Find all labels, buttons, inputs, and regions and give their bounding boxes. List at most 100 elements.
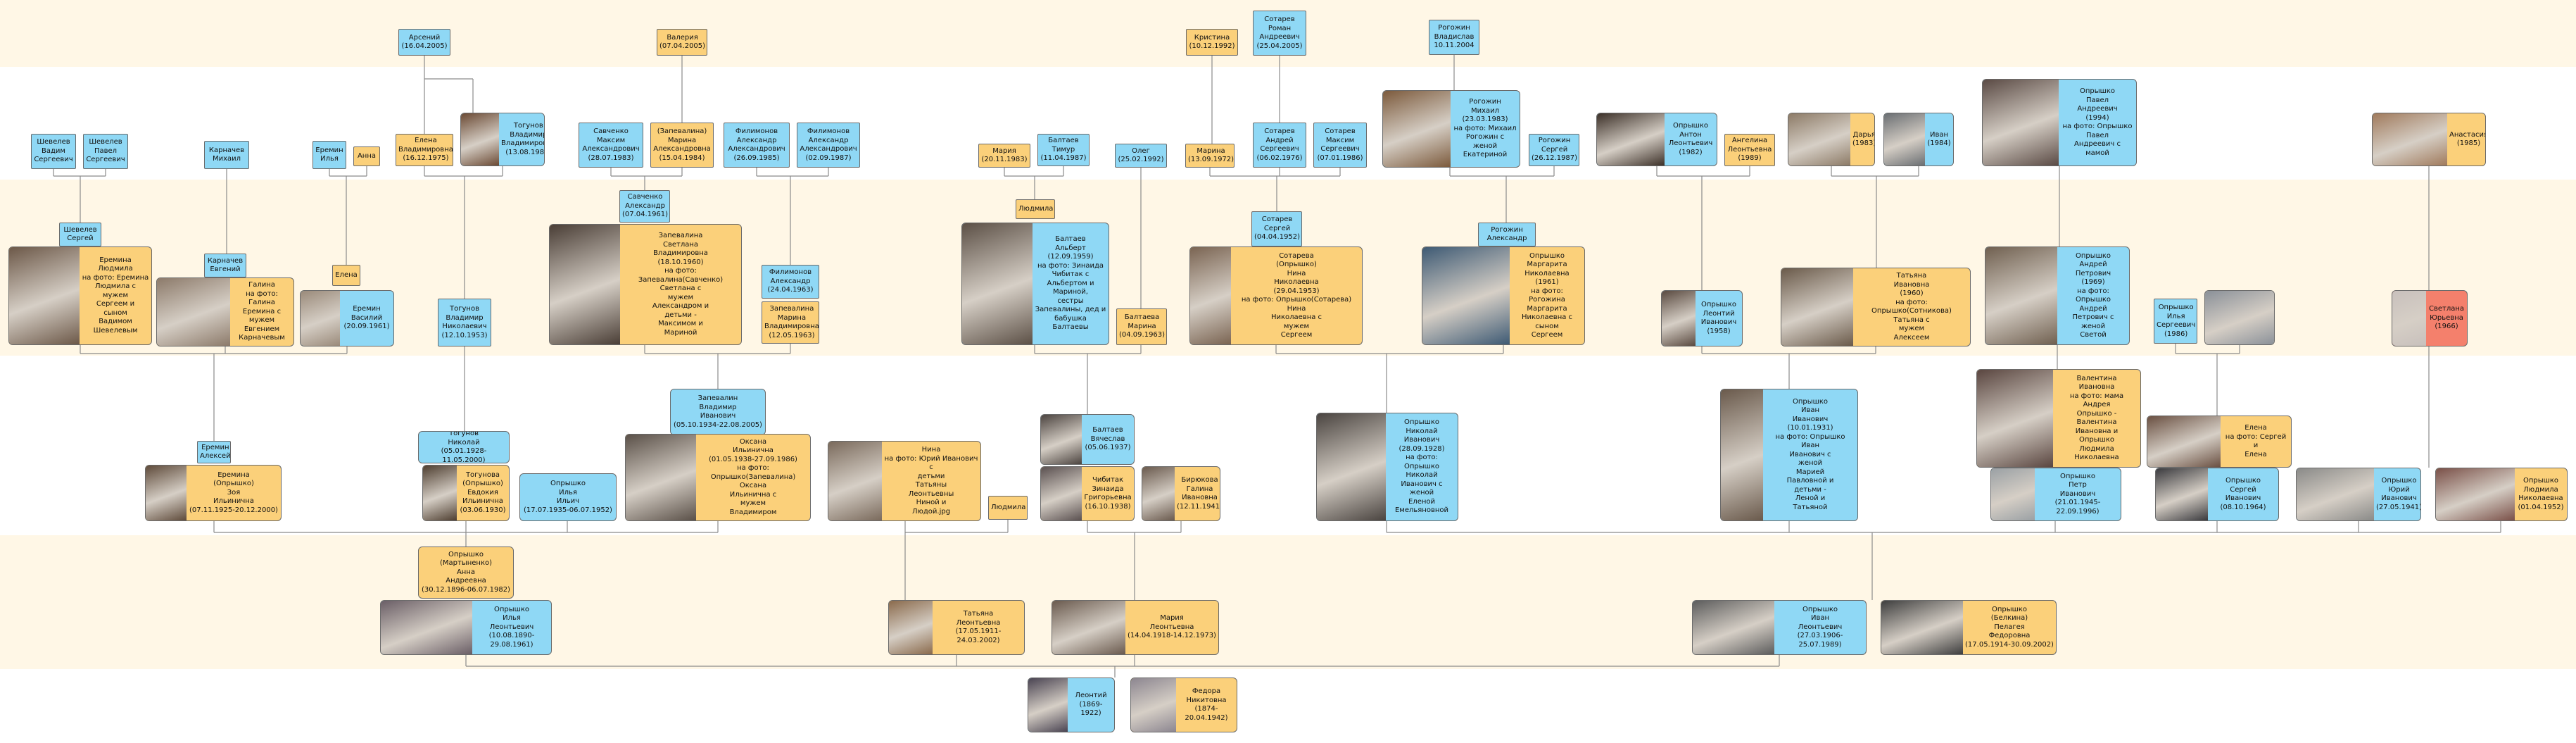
person-arseniy[interactable]: Арсений(16.04.2005) [398,29,450,56]
person-leontiy[interactable]: Леонтий(1869-1922) [1028,678,1115,732]
person-marina-1972[interactable]: Марина(13.09.1972) [1185,144,1235,168]
person-kristina[interactable]: Кристина(10.12.1992) [1186,29,1238,56]
person-ivan-1984[interactable]: Иван(1984) [1883,113,1954,166]
person-oleg-1992[interactable]: Олег(25.02.1992) [1115,144,1167,168]
person-opryshko-sergey-s[interactable]: ОпрышкоСергейСергеевич(1997) [2204,290,2275,345]
person-photo [461,113,499,166]
person-darya[interactable]: Дарья(1983) [1788,113,1875,166]
person-photo [1142,467,1175,520]
person-anastasia[interactable]: Анастасия(1985) [2372,113,2486,166]
person-elena-e[interactable]: Елена [332,265,360,286]
person-lyudmila-b[interactable]: Людмила [1016,199,1055,219]
person-photo [146,466,187,520]
person-lyudmila-n[interactable]: Людмила [988,496,1028,520]
person-photo [1884,113,1925,166]
person-maria-1983[interactable]: Мария(20.11.1983) [978,144,1030,168]
person-togunov-vlad[interactable]: ТогуновВладимирВладимирович(13.08.1987) [460,113,545,166]
person-label: ТогуновВладимирВладимирович(13.08.1987) [501,122,545,156]
person-valeria[interactable]: Валерия(07.04.2005) [657,29,707,56]
person-anna-e[interactable]: Анна [353,146,380,166]
person-photo [9,247,80,344]
person-photo [2297,468,2374,520]
person-photo [550,225,620,344]
